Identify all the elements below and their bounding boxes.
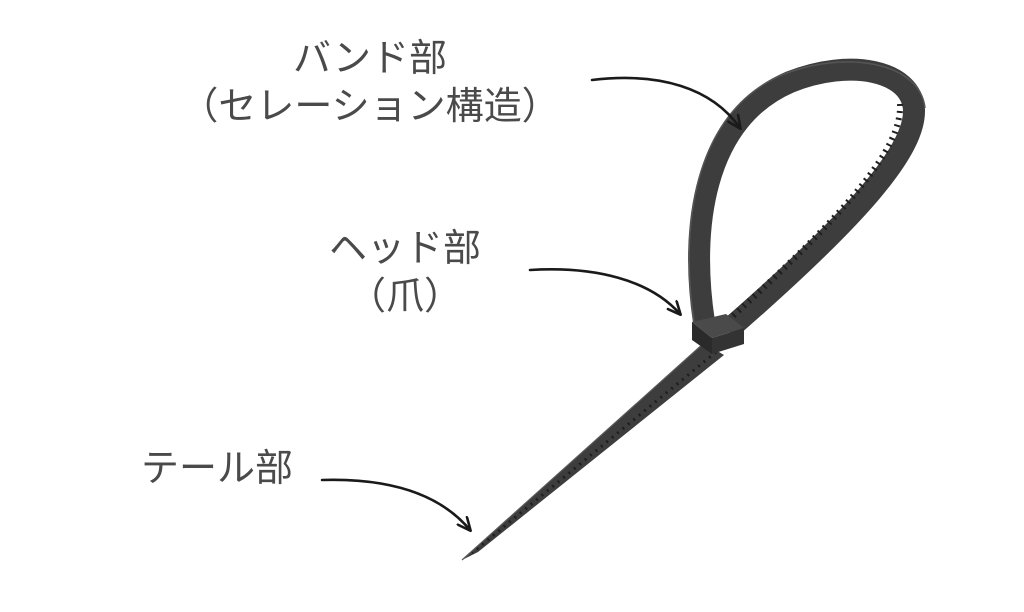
band-label-title: バンド部 <box>293 36 447 80</box>
head-block-side <box>712 328 744 354</box>
band-loop-outer <box>688 58 925 339</box>
tail-label-title: テール部 <box>140 446 293 490</box>
head-label-subtitle: （爪） <box>347 274 462 318</box>
band-loop-highlight <box>688 61 926 323</box>
head-label: ヘッド部 （爪） <box>300 224 510 320</box>
head-block <box>692 314 744 354</box>
tail-strap-edge <box>461 342 705 561</box>
band-label: バンド部 （セレーション構造） <box>160 34 580 130</box>
band-label-subtitle: （セレーション構造） <box>180 84 560 128</box>
tail-label: テール部 <box>112 444 322 492</box>
tail-strap <box>461 342 724 561</box>
tail-arrow <box>320 478 470 530</box>
band-loop <box>688 58 926 339</box>
band-arrow <box>590 76 740 128</box>
head-arrow <box>528 268 680 314</box>
head-block-front <box>692 322 712 354</box>
tail-strap-body <box>462 343 724 560</box>
head-label-title: ヘッド部 <box>328 226 481 270</box>
band-loop-teeth <box>719 103 904 329</box>
head-block-top <box>692 314 744 338</box>
